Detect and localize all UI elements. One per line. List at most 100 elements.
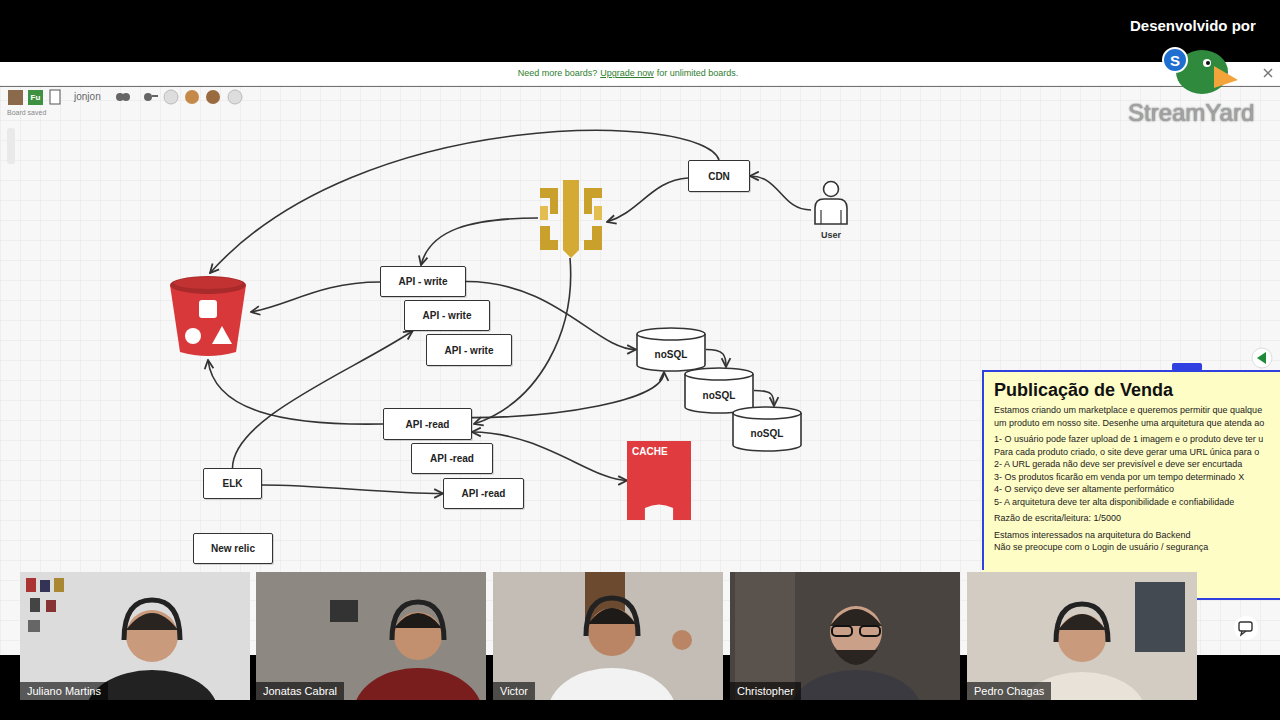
note-panel-edge-part [1257, 352, 1266, 364]
note-panel-edge-part [1252, 348, 1272, 368]
participant-name: Juliano Martins [20, 682, 108, 700]
service-box: API - write [426, 334, 512, 366]
storage-bucket-icon-part [199, 300, 217, 318]
storage-bucket-icon-part [185, 328, 201, 344]
banner-text: for unlimited boards. [657, 67, 739, 79]
cylinder-rim [733, 413, 801, 419]
service-box: API -read [443, 478, 524, 509]
cylinder-body [733, 407, 801, 451]
cylinder-rim [685, 374, 753, 380]
video-tile-part [86, 670, 218, 700]
board-toolbar-part [144, 93, 152, 101]
participant-name: Jonatas Cabral [256, 682, 344, 700]
chat-icon [1234, 616, 1258, 640]
video-tile [967, 572, 1197, 700]
video-tile-part [548, 668, 676, 700]
streamyard-logo-part [1214, 66, 1238, 88]
service-box: CDN [688, 160, 750, 192]
close-icon [1264, 69, 1272, 77]
video-tile-part [126, 613, 178, 630]
video-tile-part [394, 612, 442, 660]
video-tile-part [588, 608, 636, 624]
participant-name: Christopher [730, 682, 801, 700]
video-tile [20, 572, 250, 700]
video-tile-part [124, 600, 180, 640]
video-tile-part [830, 609, 882, 626]
upgrade-banner [0, 62, 1280, 86]
board-toolbar-part [206, 90, 220, 104]
sketch-arrows-part [208, 360, 383, 424]
video-tile-part [330, 600, 358, 622]
panel-text: Para cada produto criado, o site deve ge… [994, 446, 1272, 459]
node-label: API -read [462, 488, 506, 499]
cache-fill [627, 441, 691, 520]
storage-bucket-icon [170, 276, 246, 356]
panel-text: 3- Os produtos ficarão em venda por um t… [994, 471, 1272, 484]
user-badge: Fu [28, 90, 43, 105]
node-label: CACHE [632, 446, 668, 457]
participant-name: Pedro Chagas [967, 682, 1051, 700]
service-box: API - write [404, 300, 490, 331]
video-tile-part [586, 598, 638, 636]
service-box: API - write [380, 266, 466, 297]
video-tile-part [46, 600, 56, 612]
service-box: API -read [383, 408, 472, 440]
video-tile-part [28, 620, 40, 632]
storage-bucket-icon-part [170, 276, 246, 294]
note-panel-edge [982, 348, 1280, 600]
panel-text: Não se preocupe com o Login de usuário /… [994, 541, 1272, 554]
node-label: API - write [399, 276, 448, 287]
panel-text: Estamos interessados na arquitetura do B… [994, 529, 1272, 542]
node-label: CDN [708, 171, 730, 182]
cylinder-body [685, 368, 753, 413]
board-toolbar-part [228, 90, 242, 104]
video-tile-part [834, 650, 878, 665]
streamyard-logo [1163, 48, 1238, 94]
user-arm [840, 210, 841, 224]
node-label: API - write [445, 345, 494, 356]
board-toolbar-part [8, 90, 23, 105]
user-head [824, 182, 839, 197]
video-tile-part [392, 602, 444, 640]
user-arm [820, 210, 821, 224]
video-tile-part [1135, 582, 1185, 652]
database-cylinder: noSQL [732, 406, 802, 452]
panel-text: 5- A arquitetura deve ter alta disponibi… [994, 496, 1272, 509]
note-panel: Publicação de VendaEstamos criando um ma… [982, 370, 1280, 570]
service-box: New relic [193, 533, 273, 564]
save-status: Board saved [7, 109, 46, 116]
video-tile-part [832, 626, 852, 636]
video-tile-part [1056, 604, 1108, 642]
connector-arrow [233, 331, 413, 468]
panel-text: um produto em nosso site. Desenhe uma ar… [994, 417, 1272, 430]
cache-block: CACHE [627, 441, 691, 520]
streamyard-logo-part [1206, 61, 1210, 65]
video-tile-part [1018, 672, 1146, 700]
cylinder-body [637, 328, 705, 371]
video-tile [493, 572, 723, 700]
board-name: jonjon [74, 91, 101, 102]
video-tile-part [735, 572, 795, 700]
board-toolbar-part [152, 95, 158, 97]
database-cylinder: noSQL [636, 327, 706, 372]
panel-text: 2- A URL gerada não deve ser previsível … [994, 458, 1272, 471]
board-toolbar-part [122, 93, 130, 101]
api-gateway-icon-part [540, 206, 548, 220]
chat-icon-part [1239, 622, 1252, 631]
board-toolbar-part [7, 128, 15, 164]
api-gateway-icon [540, 180, 602, 258]
banner-text: Need more boards? [518, 67, 598, 79]
node-label: noSQL [703, 390, 736, 401]
banner-rule [0, 86, 1280, 87]
sketch-arrows-part [251, 282, 380, 312]
video-tile-part [40, 580, 50, 592]
video-tile-part [394, 613, 442, 628]
video-tile-part [126, 610, 178, 662]
video-tile [256, 572, 486, 700]
video-tile-part [790, 670, 922, 700]
upgrade-banner-text: Need more boards?Upgrade nowfor unlimite… [0, 67, 1256, 79]
video-tile-part [30, 598, 40, 612]
video-tile-part [1058, 614, 1106, 662]
sketch-arrows-part [421, 218, 538, 265]
database-cylinder: noSQL [684, 367, 754, 414]
